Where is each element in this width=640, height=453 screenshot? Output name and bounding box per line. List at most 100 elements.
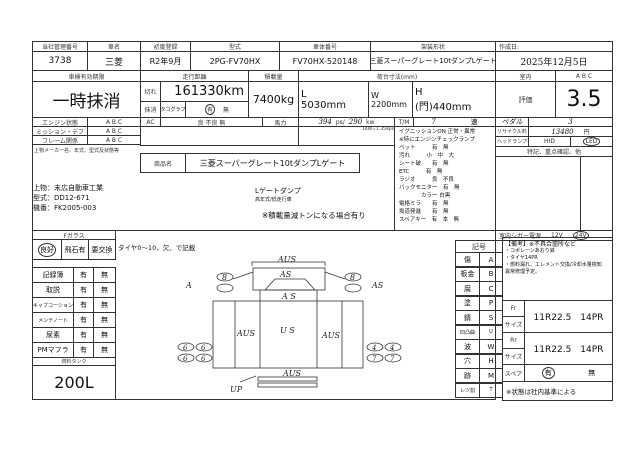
- tire-right-value: 4: [371, 344, 376, 352]
- tire-right-value: 7: [372, 355, 377, 363]
- fuel-value: 200L: [32, 365, 116, 400]
- legend-code: M: [479, 368, 503, 383]
- hp: 394: [318, 118, 332, 126]
- upper-details: 上物：末広自動車工業 型式：DD12-671 機番：FK2005-003: [33, 183, 103, 213]
- frame-grade: A B C: [87, 135, 141, 145]
- legend-term: 跡: [455, 368, 480, 383]
- rr-tire-size: 11R22.5 14PR: [524, 332, 613, 365]
- doc-b: 無: [93, 297, 116, 313]
- upper-type-sub: 高年式/低走行車: [255, 197, 292, 203]
- kw: 290: [348, 118, 363, 126]
- mark-up: UP: [230, 385, 243, 394]
- doc-a: 有: [73, 312, 94, 328]
- checklist-item: イグニッションON 正常・異常: [399, 129, 476, 135]
- cigar-12v: 12V: [551, 232, 563, 239]
- product-name: 三菱スーパーグレート10tダンプLゲート: [185, 153, 360, 173]
- doc-label: メンテノート: [32, 312, 74, 328]
- rear-bumper: [257, 382, 318, 388]
- upper-maker: 上物：末広自動車工業: [33, 184, 103, 192]
- doc-a: 有: [73, 327, 94, 343]
- upper-model: 型式：DD12-671: [33, 194, 90, 202]
- mark-front: A S: [281, 292, 296, 301]
- spare-no: 無: [588, 369, 596, 377]
- cigar-24v: 24V: [572, 231, 589, 240]
- legend-term: 塗: [455, 295, 480, 311]
- doc-b: 無: [93, 267, 116, 283]
- upper-type: Lゲートダンプ: [255, 187, 301, 195]
- doc-label: 記録簿: [32, 267, 74, 283]
- legend-term: 錆: [455, 310, 480, 325]
- fr-label: Fr: [502, 300, 525, 317]
- body-outline: [212, 300, 364, 369]
- checklist-item: 坂道発進 有 無: [399, 209, 449, 215]
- tire-front-left: [216, 272, 234, 282]
- doc-label: 取説: [32, 282, 74, 298]
- spare-yes: 有: [541, 367, 555, 379]
- checklist-item: ペット 有 無: [399, 145, 449, 151]
- tacho-yes: 有: [204, 104, 215, 115]
- legend-term: 波: [455, 339, 480, 354]
- upper-serial: 機番：FK2005-003: [33, 204, 97, 212]
- glass-replace: 要交換: [88, 239, 116, 260]
- doc-a: 有: [73, 342, 94, 358]
- fr-tire-size: 11R22.5 14PR: [524, 300, 613, 333]
- checklist-item: カラー 白黒: [399, 193, 451, 199]
- recycle-unit: 円: [583, 129, 590, 136]
- kw-unit: kw: [366, 118, 375, 126]
- tire-left-value: 6: [183, 344, 188, 352]
- maker-note-label: 上物メーカー名、年式、型式及状態等: [34, 148, 120, 154]
- mark-right_panel: AUS: [321, 331, 341, 340]
- legend-code: P: [479, 295, 503, 311]
- doc-b: 無: [93, 312, 116, 328]
- doc-b: 無: [93, 327, 116, 343]
- tire-left-value: 6: [201, 344, 206, 352]
- tire-instruction: タイヤ0〜10、欠、で記載: [118, 244, 196, 252]
- windshield: [264, 278, 316, 291]
- remarks: 【備考】※不具合箇所など ・コボレーンあおり鉄 ・タイヤ14PR ・燃料漏れ、エ…: [505, 241, 602, 276]
- checklist-item: ETC 有 無: [399, 169, 443, 175]
- rr-size-label: サイズ: [502, 348, 525, 365]
- doc-b: 無: [93, 282, 116, 298]
- checklist-item: 汚れ 小 中 大: [399, 153, 455, 159]
- checklist-item: 電格ミラ 有 無: [399, 201, 449, 207]
- remark-line: ・コボレーンあおり鉄: [505, 248, 555, 254]
- tire-left-value: 6: [201, 355, 206, 363]
- mark-tire_fr: 8: [350, 273, 355, 282]
- width-label: W: [371, 90, 379, 100]
- fr-size-label: サイズ: [502, 316, 525, 333]
- tire-left-value: 6: [183, 355, 188, 363]
- tire-front-right: [344, 272, 362, 282]
- mark-left_panel: AUS: [236, 329, 256, 338]
- doc-a: 有: [73, 267, 94, 283]
- cigar-label: 室内シガー電源: [499, 233, 542, 240]
- legend-term: レツ割: [455, 382, 480, 398]
- doc-label: キャブコーション: [32, 297, 74, 313]
- spare-label: スペア: [502, 364, 525, 382]
- legend-code: C: [479, 281, 503, 296]
- doc-label: PMマフラ: [32, 342, 74, 358]
- led-option: LED: [582, 137, 601, 146]
- remark-line: ・タイヤ14PR: [505, 255, 538, 261]
- checklist-item: スペアキー 有 本 無: [399, 217, 460, 223]
- length-label: L: [301, 88, 307, 100]
- legend-code: T: [479, 382, 503, 398]
- footer-note: ※状態は社内基準による: [502, 381, 613, 401]
- blank-cell: [140, 126, 299, 146]
- doc-a: 有: [73, 282, 94, 298]
- length-value: 5030mm: [301, 99, 346, 111]
- legend-term: 傷: [455, 252, 480, 267]
- doc-label: 尿素: [32, 327, 74, 343]
- spare-options: 有無: [524, 364, 613, 382]
- legend-code: S: [479, 310, 503, 325]
- checklist-item: ※特にエンジンチェックランプ: [399, 137, 475, 143]
- doc-b: 無: [93, 342, 116, 358]
- mark-rear: AUS: [282, 369, 302, 378]
- glass-good-label: 良好: [38, 242, 56, 257]
- mark-cab: AS: [279, 270, 292, 279]
- remarks-title: 【備考】※不具合箇所など: [505, 241, 577, 248]
- remark-line: 異常修理予定。: [505, 269, 541, 275]
- rr-label: Rr: [502, 332, 525, 349]
- legend-term: 板金: [455, 266, 480, 282]
